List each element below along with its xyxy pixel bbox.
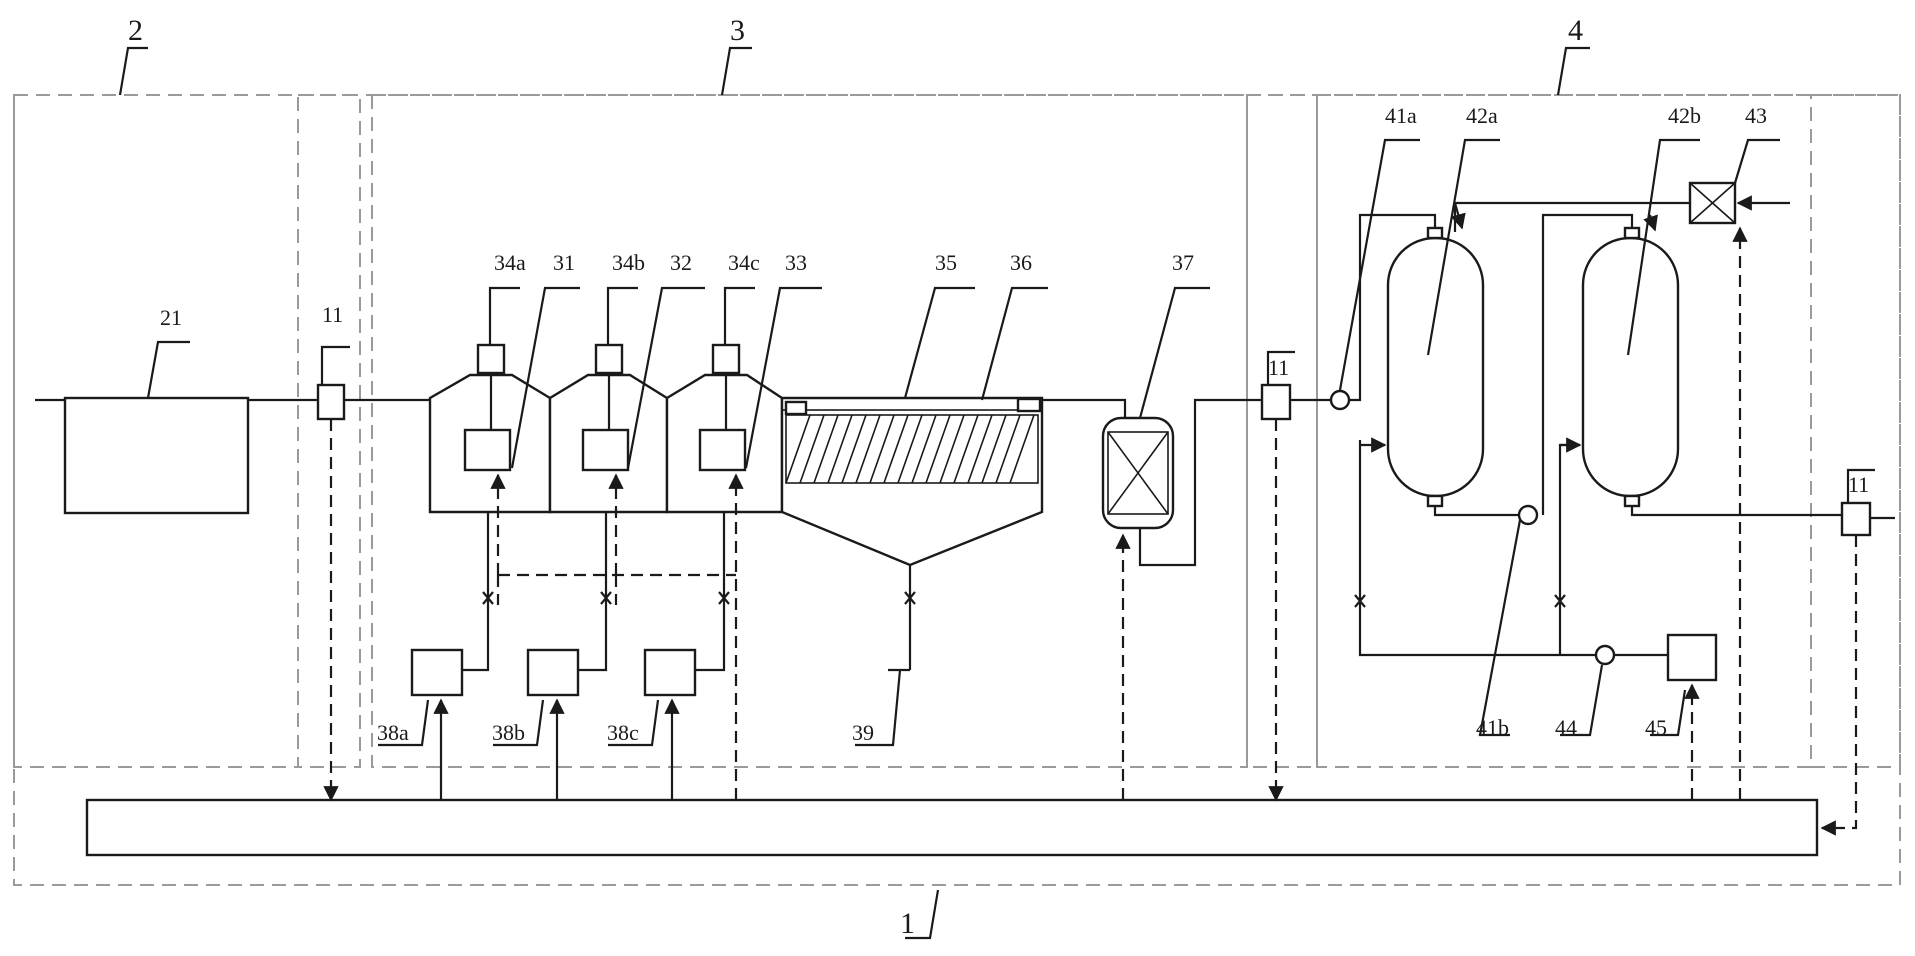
pump-41a bbox=[1329, 389, 1351, 411]
control-system-bar bbox=[85, 798, 1819, 857]
label-pump-41b: 41b bbox=[1476, 715, 1509, 740]
label-column-42a: 42a bbox=[1466, 103, 1498, 128]
sensor-11-middle: 11 bbox=[1260, 350, 1295, 802]
label-34c: 34c bbox=[728, 250, 760, 275]
boundary-control-system bbox=[13, 94, 1901, 886]
chem-tank-38c bbox=[643, 648, 697, 697]
label-weir-36: 36 bbox=[1010, 250, 1032, 275]
label-32: 32 bbox=[670, 250, 692, 275]
reactor-32-core bbox=[581, 428, 630, 472]
label-treatment: 3 bbox=[730, 14, 745, 47]
reactor-33-core bbox=[698, 428, 747, 472]
column-42a bbox=[1386, 236, 1485, 498]
filter-37: 37 bbox=[1101, 250, 1262, 800]
chem-tank-38b bbox=[526, 648, 580, 697]
subsystem-boundaries bbox=[13, 94, 1901, 886]
sensor-11-right: 11 bbox=[1820, 468, 1895, 836]
subsystem-labels: 2 3 4 1 bbox=[118, 14, 1590, 940]
boundary-outlet bbox=[1810, 94, 1901, 768]
label-tank-21: 21 bbox=[160, 305, 182, 330]
boundary-sensor-b bbox=[1246, 94, 1318, 768]
dosing-34a bbox=[476, 343, 506, 375]
label-31: 31 bbox=[553, 250, 575, 275]
label-settler-35: 35 bbox=[935, 250, 957, 275]
sensor-11-left: 11 bbox=[316, 302, 350, 802]
label-pump-44: 44 bbox=[1555, 715, 1577, 740]
label-sensor-11-right: 11 bbox=[1848, 472, 1869, 497]
label-38a: 38a bbox=[377, 720, 409, 745]
label-34b: 34b bbox=[612, 250, 645, 275]
label-sensor-11-middle: 11 bbox=[1268, 355, 1289, 380]
pump-41b bbox=[1517, 504, 1539, 526]
label-34a: 34a bbox=[494, 250, 526, 275]
boundary-regeneration bbox=[1316, 94, 1812, 768]
regeneration-unit: 41a 42a 42b 43 41b bbox=[1329, 103, 1842, 800]
label-38c: 38c bbox=[607, 720, 639, 745]
column-42b bbox=[1581, 236, 1680, 498]
label-pump-41a: 41a bbox=[1385, 103, 1417, 128]
tank-21: 21 bbox=[35, 305, 250, 515]
settler-35: 39 35 36 bbox=[780, 250, 1048, 747]
label-pretreatment: 2 bbox=[128, 14, 143, 47]
label-33: 33 bbox=[785, 250, 807, 275]
dosing-34c bbox=[711, 343, 741, 375]
label-unit-43: 43 bbox=[1745, 103, 1767, 128]
reactor-train: 38a 38b 38c 34a 31 34b 32 34c 33 bbox=[377, 250, 822, 800]
label-sensor-11-left: 11 bbox=[322, 302, 343, 327]
label-regeneration: 4 bbox=[1568, 14, 1583, 47]
tank-45 bbox=[1666, 633, 1718, 682]
label-control-system: 1 bbox=[900, 907, 915, 940]
pump-44 bbox=[1594, 644, 1616, 666]
label-tank-45: 45 bbox=[1645, 715, 1667, 740]
label-filter-37: 37 bbox=[1172, 250, 1194, 275]
label-column-42b: 42b bbox=[1668, 103, 1701, 128]
reactor-31-core bbox=[463, 428, 512, 472]
dosing-34b bbox=[594, 343, 624, 375]
boundary-sensor-a bbox=[297, 94, 361, 768]
label-outlet-39: 39 bbox=[852, 720, 874, 745]
chem-tank-38a bbox=[410, 648, 464, 697]
label-38b: 38b bbox=[492, 720, 525, 745]
